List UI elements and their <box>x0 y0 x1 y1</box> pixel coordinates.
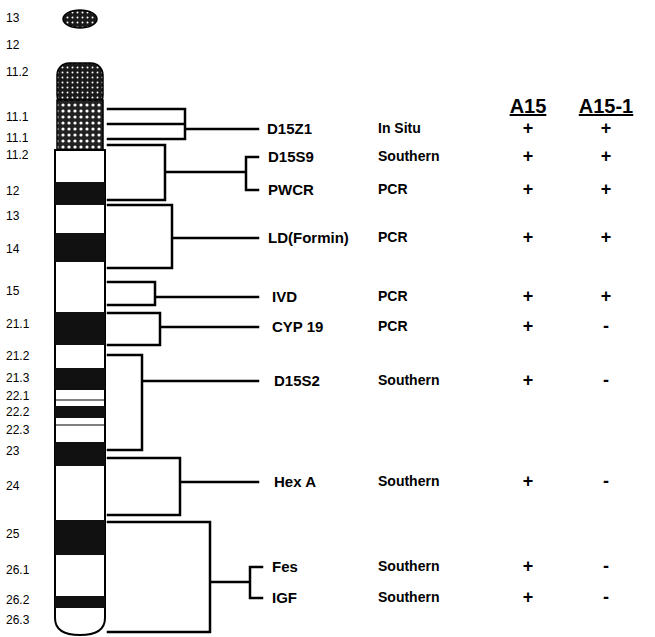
band-border <box>55 425 105 426</box>
method-name: PCR <box>378 230 408 245</box>
band-label: 22.1 <box>6 390 29 403</box>
result-cell: + <box>601 287 612 307</box>
band-label: 11.2 <box>6 66 28 79</box>
band-label: 21.2 <box>6 350 29 363</box>
band-borders <box>55 400 105 425</box>
band-label: 14 <box>6 243 19 256</box>
band <box>55 312 105 345</box>
band <box>55 233 105 262</box>
band-label: 22.2 <box>6 406 29 419</box>
band <box>55 182 105 205</box>
bracket <box>108 282 258 305</box>
column-header: A15 <box>510 95 547 117</box>
result-cell: - <box>603 472 609 492</box>
band-label: 13 <box>6 210 19 223</box>
result-cell: - <box>603 588 609 608</box>
marker-name: D15S2 <box>274 373 320 390</box>
band-label: 11.1 <box>6 132 28 145</box>
band-label: 26.1 <box>6 564 29 577</box>
band <box>55 596 105 608</box>
marker-name: IVD <box>272 289 297 306</box>
method-name: PCR <box>378 289 408 304</box>
column-header: A15-1 <box>579 95 633 117</box>
band <box>55 368 105 390</box>
marker-name: D15S9 <box>268 149 314 166</box>
result-cell: + <box>523 147 534 167</box>
band-label: 12 <box>6 39 19 52</box>
result-cell: + <box>523 588 534 608</box>
result-cell: + <box>601 147 612 167</box>
dark-bands <box>55 182 105 608</box>
band-label: 22.3 <box>6 424 29 437</box>
method-name: Southern <box>378 373 439 388</box>
method-name: PCR <box>378 182 408 197</box>
result-cell: - <box>603 371 609 391</box>
method-name: PCR <box>378 319 408 334</box>
bracket <box>108 458 258 515</box>
band-label: 25 <box>6 528 19 541</box>
satellite <box>63 10 97 28</box>
result-cell: + <box>523 119 534 139</box>
band <box>55 520 105 555</box>
band-label: 11.2 <box>6 149 28 162</box>
result-cell: + <box>523 371 534 391</box>
method-name: Southern <box>378 590 439 605</box>
band-label: 15 <box>6 285 19 298</box>
method-name: Southern <box>378 149 439 164</box>
marker-name: PWCR <box>268 182 314 199</box>
marker-name: D15Z1 <box>267 121 312 138</box>
marker-name: CYP 19 <box>272 319 323 336</box>
mapping-brackets <box>108 109 262 632</box>
band-label: 26.2 <box>6 594 29 607</box>
marker-name: IGF <box>272 590 297 607</box>
chromosome <box>55 10 105 635</box>
bracket <box>108 109 258 139</box>
result-cell: + <box>523 287 534 307</box>
result-cell: + <box>523 557 534 577</box>
long-arm <box>55 150 105 635</box>
centromere-region <box>57 100 103 150</box>
band-label: 21.1 <box>6 318 29 331</box>
result-cell: - <box>603 557 609 577</box>
band-label: 13 <box>6 12 19 25</box>
band-border <box>55 400 105 401</box>
marker-name: Fes <box>272 559 298 576</box>
result-cell: + <box>523 228 534 248</box>
result-cell: + <box>523 180 534 200</box>
method-name: Southern <box>378 474 439 489</box>
bracket <box>108 313 258 345</box>
bracket <box>108 205 258 268</box>
marker-name: LD(Formin) <box>268 230 349 247</box>
band-label: 21.3 <box>6 372 29 385</box>
band-label: 24 <box>6 480 19 493</box>
result-cell: + <box>601 180 612 200</box>
band-label: 26.3 <box>6 614 29 627</box>
band-label: 23 <box>6 445 19 458</box>
band <box>55 406 105 418</box>
result-cell: + <box>601 228 612 248</box>
bracket <box>108 522 262 632</box>
result-cell: + <box>523 317 534 337</box>
band-label: 12 <box>6 185 19 198</box>
method-name: In Situ <box>378 121 421 136</box>
marker-name: Hex A <box>274 474 316 491</box>
bracket <box>108 145 258 200</box>
result-cell: - <box>603 317 609 337</box>
result-cell: + <box>601 119 612 139</box>
band-label: 11.1 <box>6 111 28 124</box>
method-name: Southern <box>378 559 439 574</box>
band <box>55 442 105 466</box>
result-cell: + <box>523 472 534 492</box>
bracket <box>108 355 258 450</box>
